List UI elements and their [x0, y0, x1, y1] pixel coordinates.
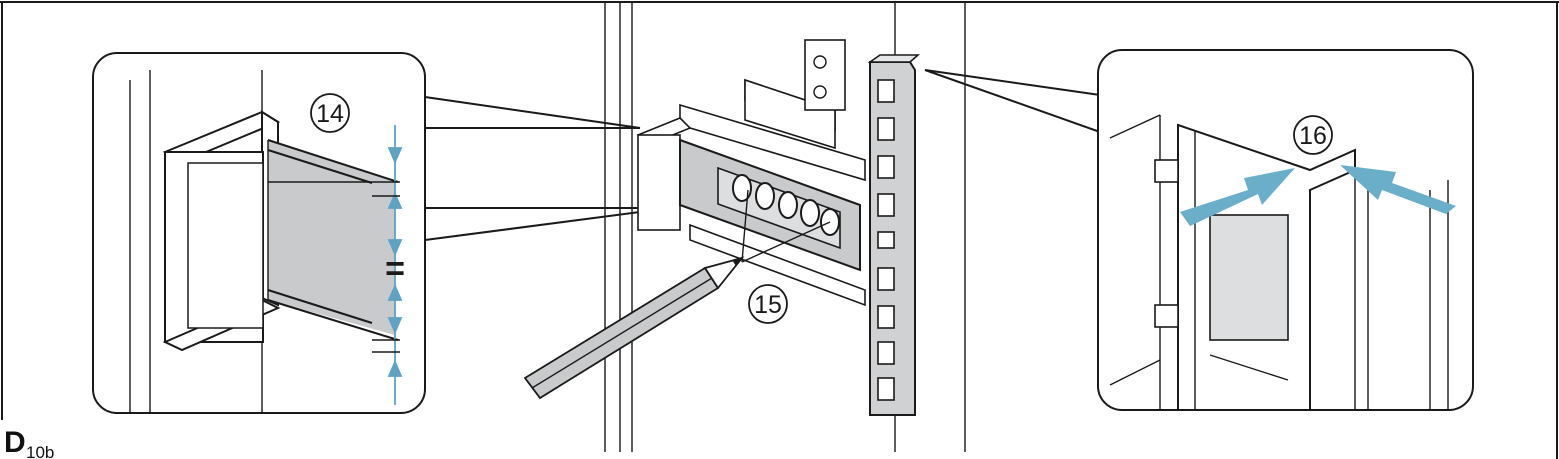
step-label: D 10b	[4, 426, 54, 459]
callout-circle-15	[748, 284, 788, 324]
pencil-icon	[523, 256, 745, 400]
rail-slots	[877, 79, 895, 401]
callout-circle-14	[310, 93, 350, 133]
dimension-arrow-icon	[387, 125, 403, 405]
leader-lines-right	[924, 69, 1101, 133]
callout-15: 15	[754, 291, 782, 319]
leader-lines-left	[424, 96, 641, 241]
detail-box-left: 14 =	[92, 52, 426, 414]
callout-16: 16	[1299, 122, 1327, 150]
center-scene: 15	[523, 2, 966, 452]
detail-box-right: 16	[1097, 49, 1474, 411]
step-subscript: 10b	[26, 443, 54, 459]
step-letter: D	[4, 426, 26, 459]
callout-circle-16	[1293, 115, 1333, 155]
equal-mark: =	[385, 250, 405, 288]
callout-14: 14	[316, 100, 344, 128]
push-arrow-icon	[1180, 165, 1456, 226]
